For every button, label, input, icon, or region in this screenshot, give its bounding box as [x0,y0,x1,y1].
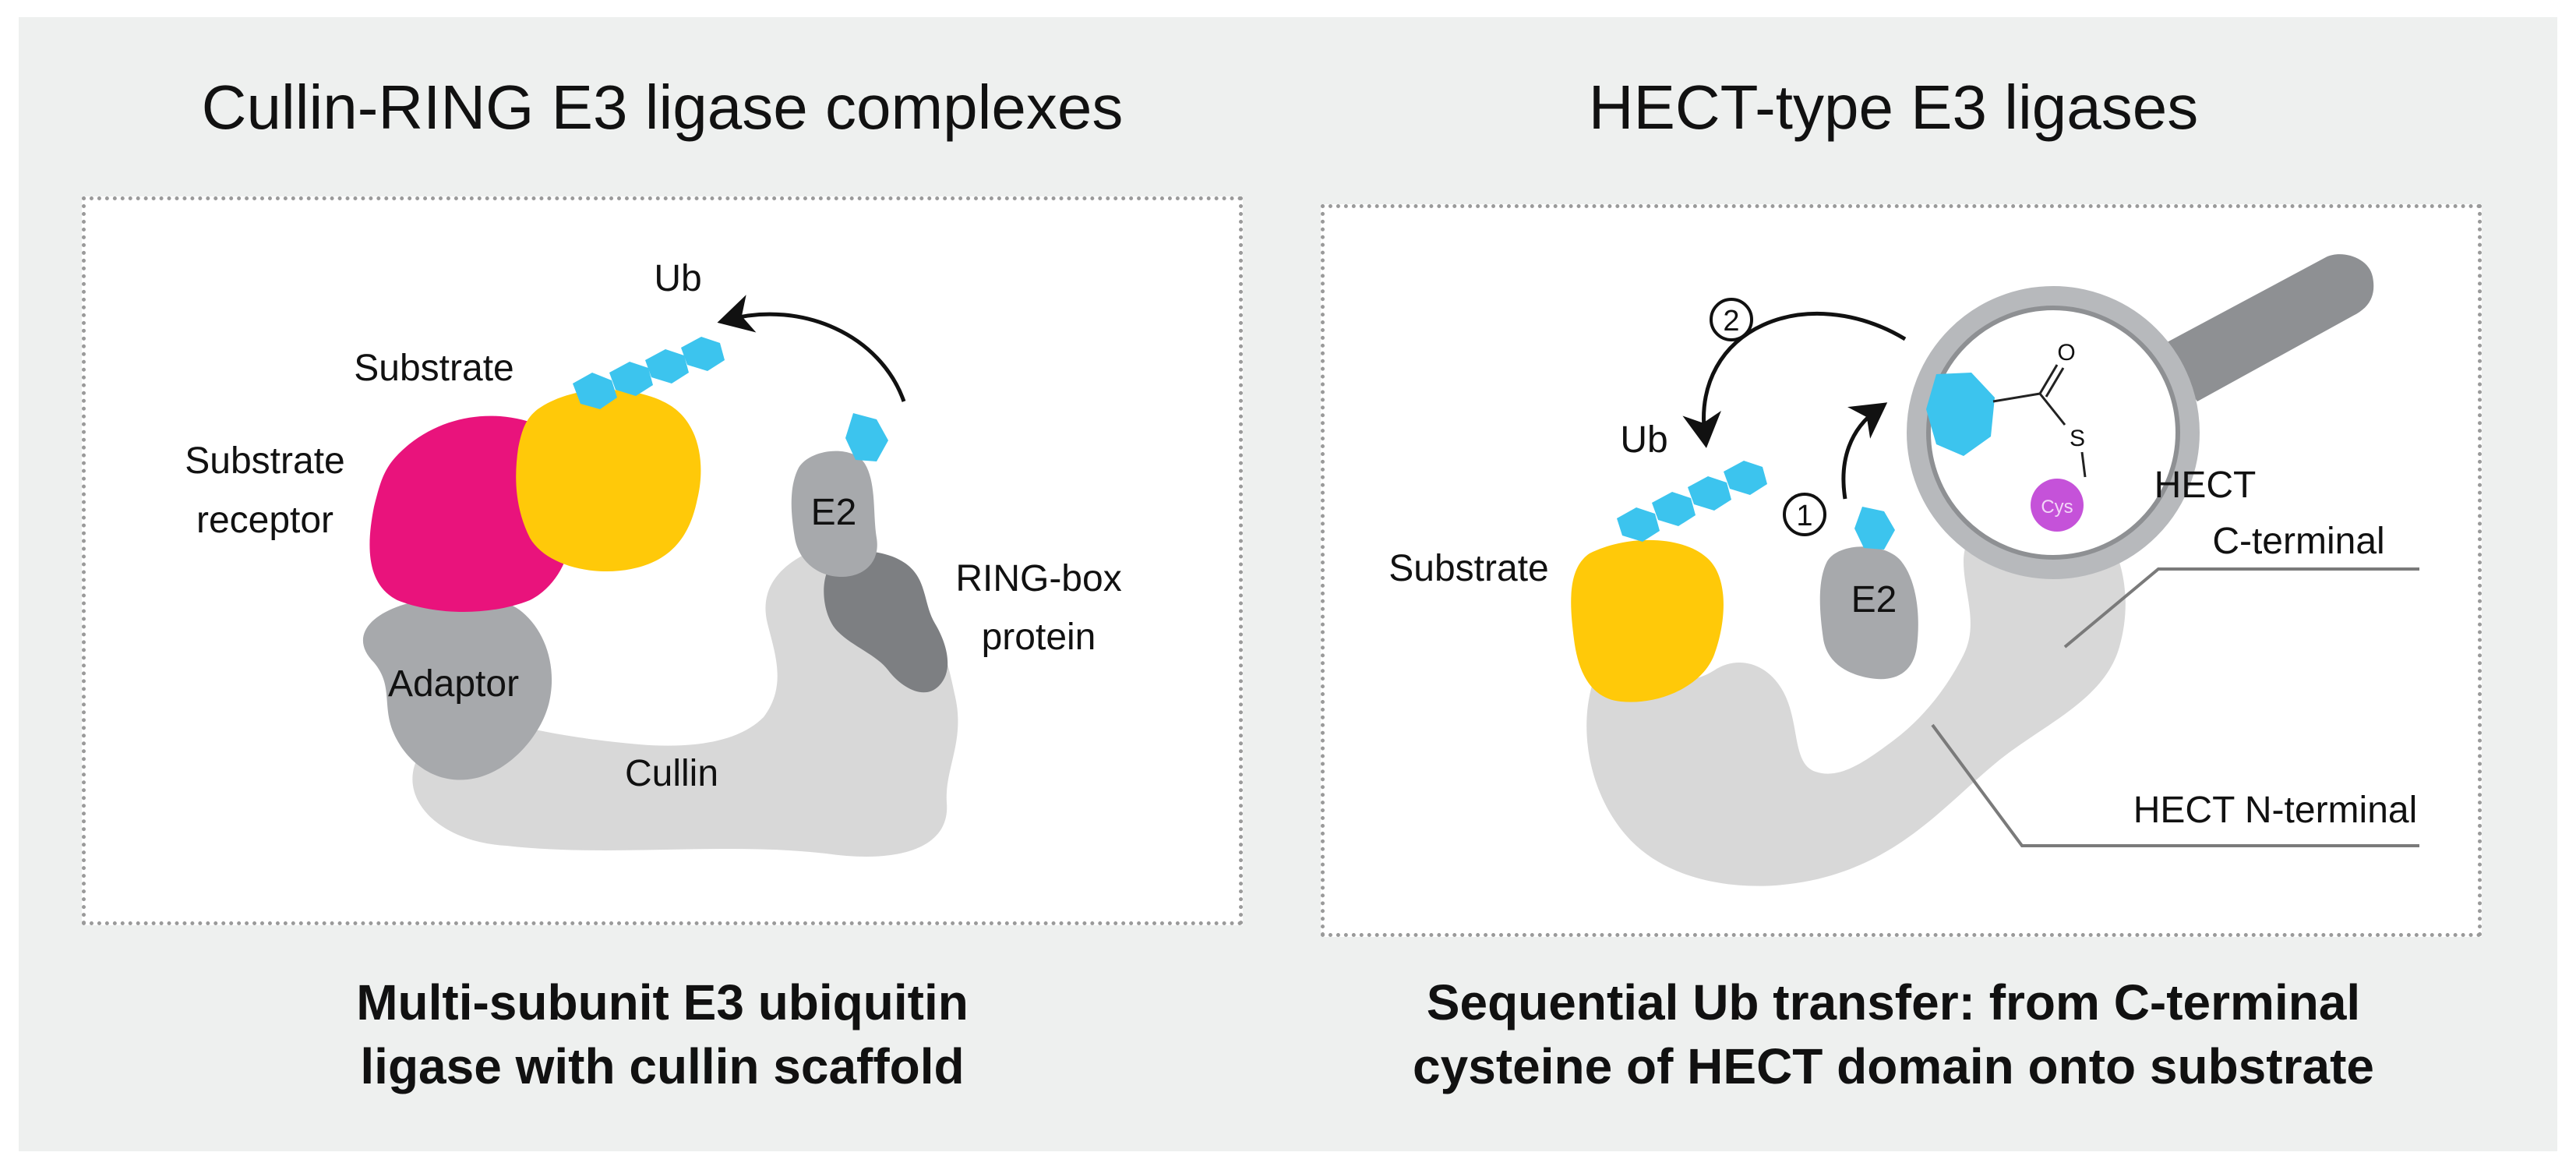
label-adaptor: Adaptor [388,663,519,705]
cys-residue [2031,479,2084,532]
step-1-badge [1783,493,1826,536]
left-caption-line-1: Multi-subunit E3 ubiquitin [356,974,969,1030]
hect-n-pointer-line [1931,723,2419,847]
label-oxygen: O [2057,340,2075,366]
arrow-step-2 [1682,312,1907,448]
step-1-number: 1 [1796,500,1812,532]
ubiquitin-in-lens [1926,373,1995,456]
cullin-ring-diagram: Ub Substrate Substrate receptor E2 RING-… [185,258,1122,857]
label-ub-left: Ub [654,258,701,299]
label-hect-c-line-1: HECT [2154,465,2257,506]
arrow-step-1 [1841,402,1888,500]
label-cys: Cys [2041,497,2073,518]
ubiquitin-on-e2 [845,413,888,461]
label-cullin: Cullin [625,753,718,794]
label-substrate-left: Substrate [354,348,513,389]
label-receptor-line-2: receptor [196,500,333,541]
label-ub-right: Ub [1620,419,1667,461]
ringbox-shape [824,551,948,693]
ub-transfer-arrow [717,295,906,402]
label-hect-n: HECT N-terminal [2133,790,2418,831]
substrate-shape [516,390,701,572]
label-sulfur: S [2070,426,2085,451]
cullin-shape [412,546,958,857]
ubiquitin-on-e2-right [1854,507,1895,550]
right-caption-line-1: Sequential Ub transfer: from C-terminal [1426,974,2361,1030]
hect-shape [1586,499,2126,886]
step-2-badge [1710,298,1753,341]
left-caption: Multi-subunit E3 ubiquitin ligase with c… [86,970,1239,1098]
magnifier-handle [2158,254,2374,401]
left-title: Cullin-RING E3 ligase complexes [201,72,1124,142]
e2-shape [791,451,877,577]
hect-c-pointer-line [2063,567,2419,649]
adaptor-shape [362,596,552,780]
hect-diagram: O S Cys 2 1 Ub Substrate E2 HECT C-termi… [1389,254,2419,886]
right-title: HECT-type E3 ligases [1588,72,2199,142]
magnifier-lens [1907,286,2200,579]
ubiquitin-chain-right [1617,461,1767,542]
label-e2-left: E2 [811,492,857,533]
right-caption-line-2: cysteine of HECT domain onto substrate [1413,1038,2374,1094]
ubiquitin-chain-left [573,337,725,409]
right-caption: Sequential Ub transfer: from C-terminal … [1317,970,2470,1098]
left-caption-line-2: ligase with cullin scaffold [360,1038,965,1094]
e2-shape-right [1819,546,1918,680]
label-hect-c-line-2: C-terminal [2212,521,2384,562]
label-ringbox-line-2: protein [982,617,1096,658]
step-2-number: 2 [1723,305,1739,338]
label-e2-right: E2 [1851,579,1897,620]
label-receptor-line-1: Substrate [185,440,344,482]
magnifier-rim-inner [1926,306,2180,560]
label-substrate-right: Substrate [1389,548,1548,589]
substrate-shape-right [1571,539,1724,702]
label-ringbox-line-1: RING-box [955,558,1121,599]
thioester-bond [1992,364,2087,478]
